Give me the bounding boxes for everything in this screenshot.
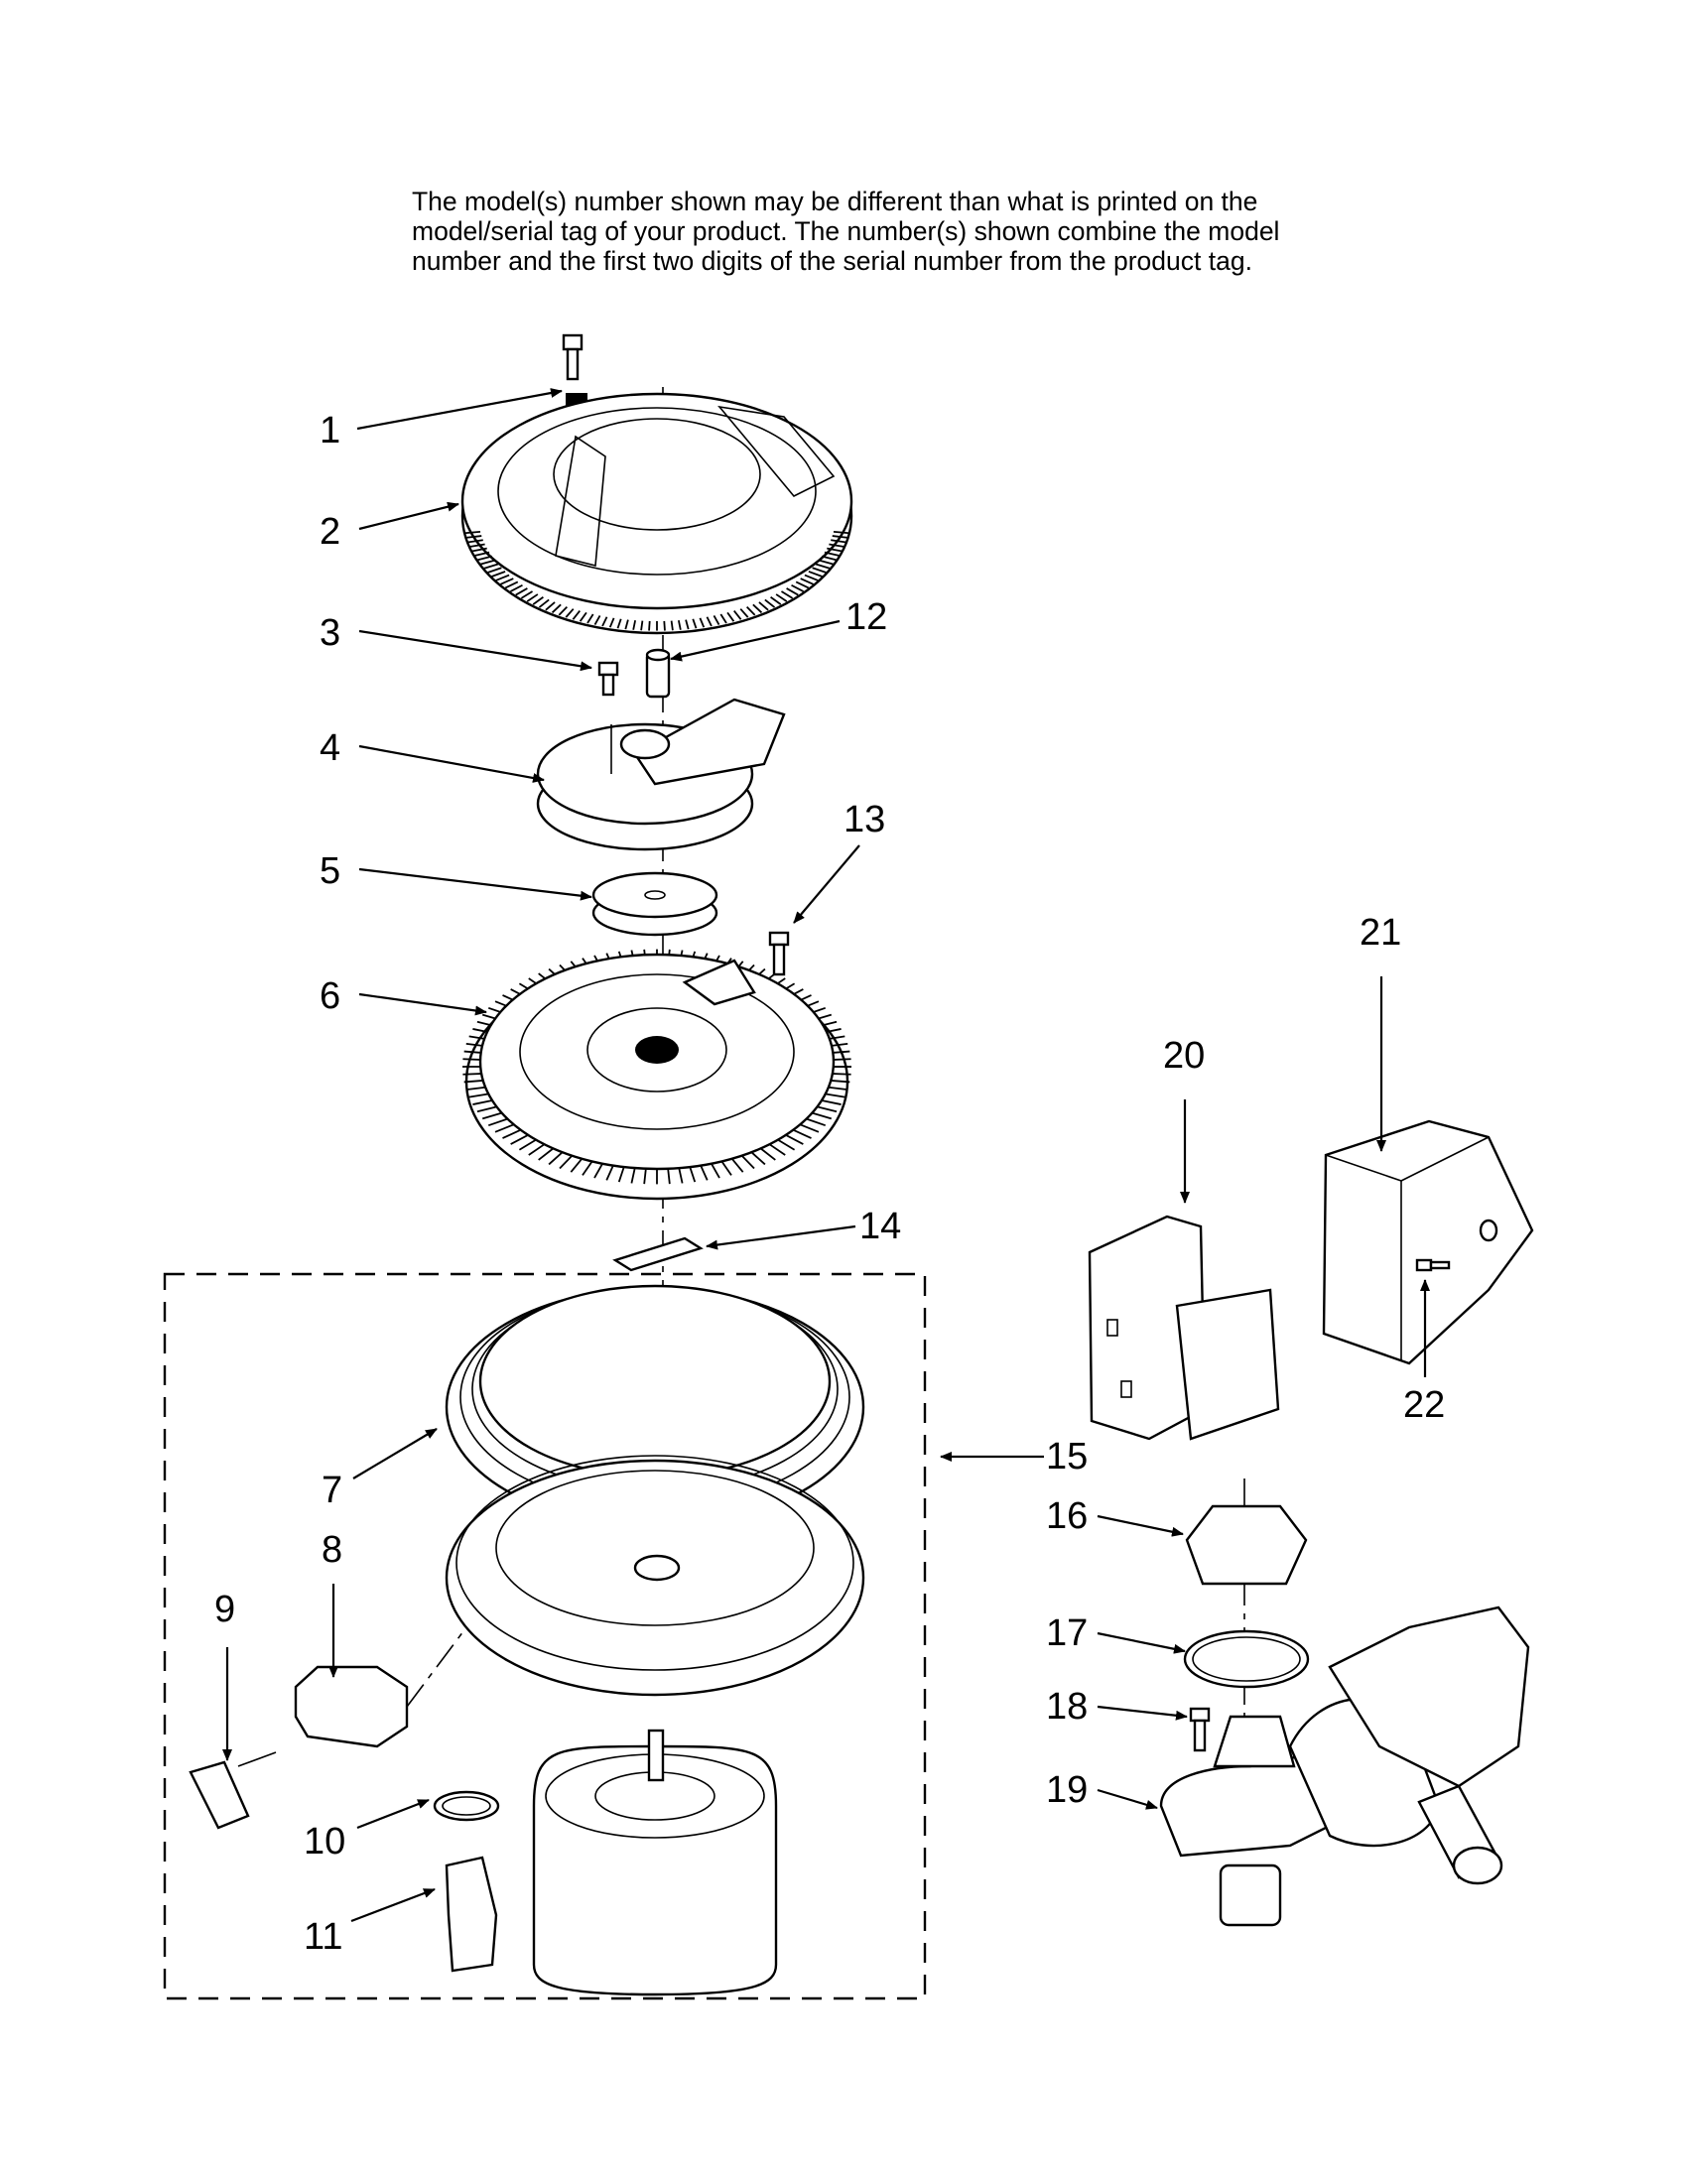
part-20-bracket — [1088, 1215, 1280, 1441]
part-14-plate — [612, 1236, 704, 1272]
model-number-notice: The model(s) number shown may be differe… — [412, 187, 1364, 276]
callout-17: 17 — [1046, 1612, 1088, 1654]
part-5-impeller — [591, 871, 718, 937]
part-17-o-ring — [1183, 1629, 1310, 1689]
leader-arrows — [222, 388, 1430, 1923]
assembly-15-boundary — [163, 1272, 927, 2000]
callout-6: 6 — [320, 975, 340, 1017]
callout-1: 1 — [320, 410, 340, 451]
part-3-screw — [597, 661, 619, 697]
callout-21: 21 — [1360, 912, 1401, 954]
callout-labels: 1 2 3 4 5 6 7 8 9 10 11 12 13 14 15 16 1… — [214, 410, 1445, 1958]
part-13-screw — [768, 931, 790, 976]
notice-line-1: The model(s) number shown may be differe… — [412, 187, 1258, 216]
callout-8: 8 — [322, 1529, 342, 1571]
callout-11: 11 — [304, 1916, 342, 1958]
part-8-sensor-housing — [294, 1665, 409, 1748]
notice-line-3: number and the first two digits of the s… — [412, 246, 1252, 276]
part-1-screw — [562, 333, 587, 411]
callout-22: 22 — [1403, 1384, 1445, 1426]
part-6-filter-plate — [462, 949, 851, 1201]
part-9-sensor — [189, 1751, 277, 1830]
part-4-spray-housing — [536, 698, 786, 851]
assembly-motor — [532, 1729, 778, 1996]
callout-10: 10 — [304, 1821, 345, 1863]
part-16-adapter — [1185, 1504, 1308, 1586]
callout-16: 16 — [1046, 1495, 1088, 1537]
part-7-ring — [445, 1284, 865, 1528]
part-12-pin — [645, 648, 671, 699]
callout-15: 15 — [1046, 1436, 1088, 1477]
part-18-screw — [1189, 1707, 1211, 1752]
callout-13: 13 — [844, 799, 885, 840]
callout-14: 14 — [859, 1206, 901, 1247]
part-10-o-ring — [433, 1790, 500, 1822]
callout-7: 7 — [322, 1470, 342, 1511]
part-19-drain-pump — [1159, 1606, 1530, 1927]
callout-12: 12 — [845, 596, 887, 638]
part-22-screw — [1415, 1258, 1451, 1272]
callout-19: 19 — [1046, 1769, 1088, 1811]
notice-line-2: model/serial tag of your product. The nu… — [412, 216, 1280, 246]
sump-base — [445, 1455, 865, 1697]
callout-18: 18 — [1046, 1686, 1088, 1728]
part-2-spray-cover — [460, 392, 853, 635]
callout-5: 5 — [320, 850, 340, 892]
callout-4: 4 — [320, 727, 340, 769]
callout-9: 9 — [214, 1589, 235, 1630]
callout-20: 20 — [1163, 1035, 1205, 1077]
part-11-valve — [445, 1856, 498, 1973]
part-21-cover-box — [1322, 1119, 1534, 1365]
callout-2: 2 — [320, 511, 340, 553]
callout-3: 3 — [320, 612, 340, 654]
